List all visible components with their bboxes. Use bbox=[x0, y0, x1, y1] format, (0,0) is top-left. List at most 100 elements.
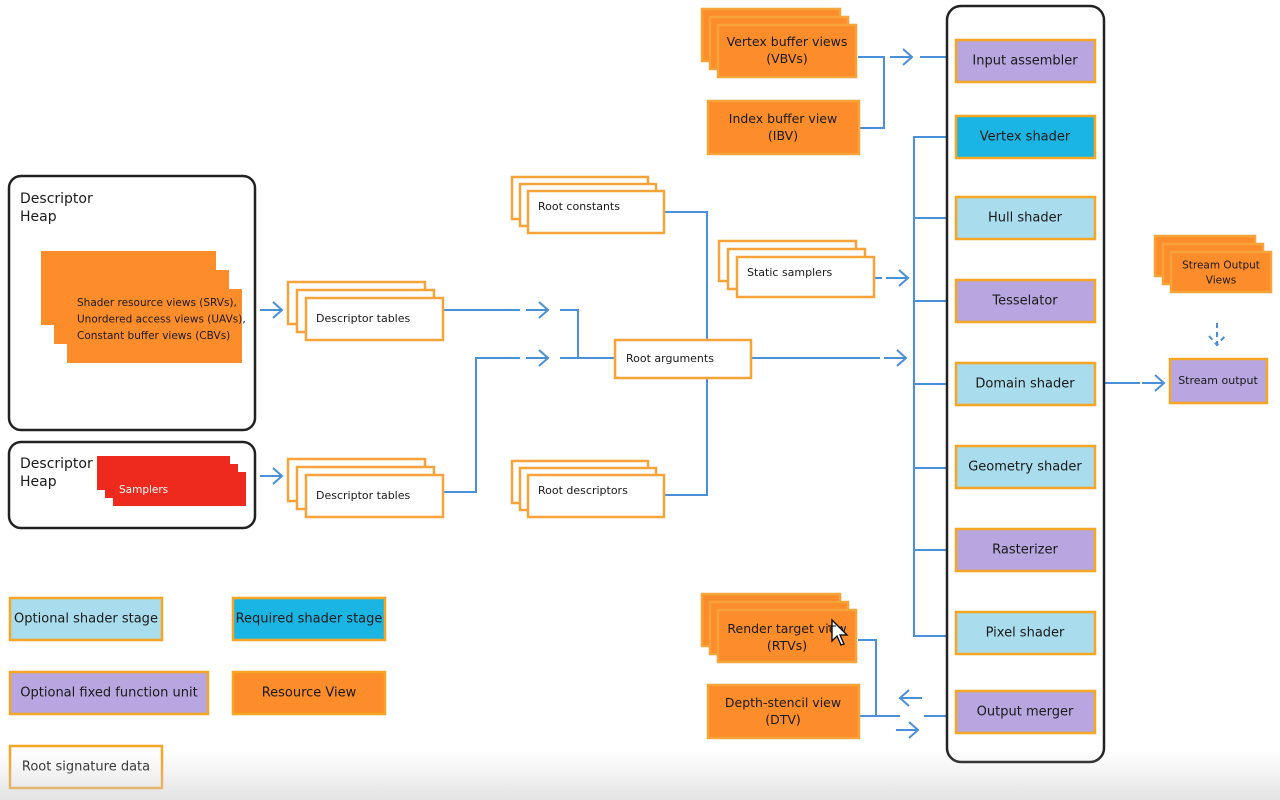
dsv-box bbox=[706, 683, 861, 740]
descriptor-tables-1-label: Descriptor tables bbox=[316, 312, 410, 325]
arrow-path bbox=[526, 349, 550, 367]
stage-label: Vertex shader bbox=[980, 130, 1071, 145]
stage-output-merger bbox=[954, 689, 1097, 735]
stage-tesselator bbox=[954, 278, 1097, 324]
connector-line bbox=[560, 309, 614, 359]
descriptor-heap-1-label-line-1: Descriptor bbox=[20, 191, 93, 207]
descriptor-tables-2-label: Descriptor tables bbox=[316, 489, 410, 502]
descriptor-tables-2 bbox=[286, 457, 445, 519]
arrow-icon bbox=[526, 301, 550, 319]
stage-hull-shader bbox=[954, 195, 1097, 241]
rtv-label-line-1: Render target view bbox=[727, 621, 846, 636]
ibv-label-line-1: Index buffer view bbox=[729, 111, 837, 126]
ibv-box bbox=[706, 99, 861, 156]
ibv-label-line-2: (IBV) bbox=[768, 128, 798, 143]
stream-output-views-label-line-1: Stream Output bbox=[1182, 260, 1260, 272]
connector-line bbox=[913, 136, 946, 637]
stream-output-views-stack bbox=[1153, 234, 1273, 294]
heap-views-label-line-2: Unordered access views (UAVs), bbox=[77, 314, 246, 326]
stage-label: Hull shader bbox=[988, 211, 1063, 226]
vbv-label-line-1: Vertex buffer views bbox=[727, 34, 848, 49]
vbv-stack bbox=[700, 7, 858, 79]
arrow-path bbox=[1142, 374, 1166, 392]
arrow-path bbox=[884, 349, 908, 367]
static-samplers bbox=[717, 239, 876, 299]
arrow-path bbox=[526, 301, 550, 319]
arrow-path bbox=[898, 689, 922, 707]
root-descriptors-layer bbox=[526, 473, 666, 519]
legend-required-shader-label: Required shader stage bbox=[236, 612, 383, 627]
arrow-icon bbox=[526, 349, 550, 367]
stream-output-box bbox=[1168, 357, 1269, 405]
heap-views-label-line-1: Shader resource views (SRVs), bbox=[77, 297, 237, 309]
samplers-stack-layer bbox=[113, 472, 246, 506]
legend-resource-view-label: Resource View bbox=[262, 686, 357, 701]
static-samplers-layer bbox=[735, 255, 876, 299]
connector-line bbox=[858, 56, 885, 129]
stage-vertex-shader bbox=[954, 114, 1097, 160]
descriptor-tables-1 bbox=[286, 280, 445, 342]
root-descriptors bbox=[510, 459, 666, 519]
root-constants-layer bbox=[526, 189, 666, 235]
heap-views-label-line-3: Constant buffer views (CBVs) bbox=[77, 330, 230, 342]
legend-resource-view bbox=[231, 670, 387, 716]
arrow-icon bbox=[1142, 374, 1166, 392]
descriptor-heap-2-label-line-2: Heap bbox=[20, 474, 57, 490]
descriptor-tables-1-layer bbox=[304, 296, 445, 342]
stage-label: Geometry shader bbox=[968, 460, 1082, 475]
legend-required-shader bbox=[231, 596, 387, 642]
bottom-shadow bbox=[0, 752, 1280, 800]
legend-optional-shader bbox=[8, 596, 164, 642]
descriptor-tables-2-layer bbox=[304, 473, 445, 519]
root-arguments-label: Root arguments bbox=[626, 352, 714, 365]
root-arguments bbox=[613, 338, 753, 380]
arrow-path bbox=[890, 48, 914, 66]
arrow-path bbox=[260, 301, 284, 319]
stage-geometry-shader bbox=[954, 444, 1097, 490]
mouse-cursor-icon bbox=[828, 618, 849, 646]
stream-output-label: Stream output bbox=[1178, 374, 1258, 387]
stream-output-views-stack-layer bbox=[1169, 250, 1273, 294]
arrow-icon bbox=[898, 689, 922, 707]
stream-output-views-label-line-2: Views bbox=[1206, 275, 1236, 287]
arrow-icon bbox=[260, 301, 284, 319]
static-samplers-label: Static samplers bbox=[747, 266, 832, 279]
stage-rasterizer bbox=[954, 527, 1097, 573]
stage-input-assembler bbox=[954, 38, 1097, 84]
arrow-path bbox=[1208, 323, 1226, 347]
heap-views-stack bbox=[41, 251, 242, 363]
legend-fixed-function-label: Optional fixed function unit bbox=[20, 686, 197, 701]
descriptor-heap-1-label-line-2: Heap bbox=[20, 209, 57, 225]
samplers-stack bbox=[97, 456, 246, 506]
legend-fixed-function bbox=[8, 670, 210, 716]
stage-domain-shader bbox=[954, 361, 1097, 407]
root-constants-label: Root constants bbox=[538, 200, 620, 213]
arrow-icon bbox=[890, 48, 914, 66]
dsv-label-line-2: (DTV) bbox=[765, 712, 801, 727]
arrow-icon bbox=[884, 349, 908, 367]
vbv-label-line-2: (VBVs) bbox=[766, 51, 808, 66]
arrow-path bbox=[896, 721, 920, 739]
stage-pixel-shader bbox=[954, 610, 1097, 656]
samplers-label: Samplers bbox=[119, 484, 168, 496]
descriptor-heap-2-label-line-1: Descriptor bbox=[20, 456, 93, 472]
arrow-icon bbox=[896, 721, 920, 739]
stage-label: Pixel shader bbox=[986, 626, 1065, 641]
arrow-icon bbox=[886, 269, 910, 287]
connector-line bbox=[858, 639, 877, 717]
root-descriptors-label: Root descriptors bbox=[538, 484, 628, 497]
arrow-icon bbox=[260, 467, 284, 485]
arrow-path bbox=[260, 467, 284, 485]
stage-label: Output merger bbox=[977, 705, 1074, 720]
rtv-label-line-2: (RTVs) bbox=[767, 638, 807, 653]
dsv-label-line-1: Depth-stencil view bbox=[725, 695, 841, 710]
connector-arrows bbox=[260, 48, 1226, 739]
legend-optional-shader-label: Optional shader stage bbox=[14, 612, 158, 627]
stage-label: Domain shader bbox=[975, 377, 1075, 392]
arrow-icon bbox=[1208, 323, 1226, 347]
root-constants bbox=[510, 175, 666, 235]
vbv-stack-layer bbox=[716, 23, 858, 79]
stage-label: Rasterizer bbox=[992, 543, 1058, 558]
